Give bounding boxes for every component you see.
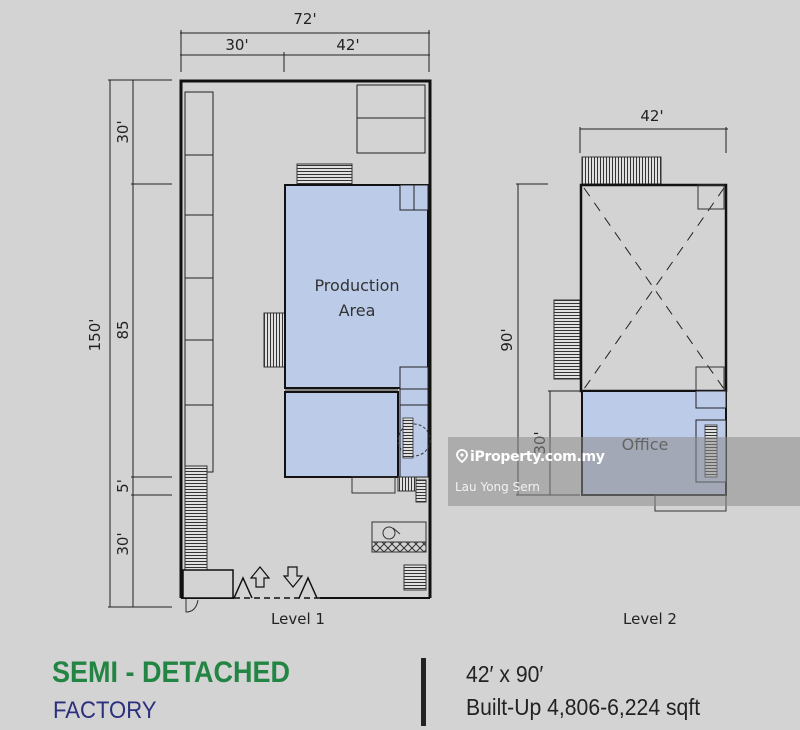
location-pin-icon [456, 449, 468, 464]
level2-stair-top [581, 156, 662, 185]
property-type-title: SEMI - DETACHED [52, 656, 291, 689]
level2-depth-total: 90' [498, 328, 516, 351]
level1-depth-seg-1: 30' [114, 120, 132, 143]
lot-dimensions: 42′ x 90′ [466, 661, 544, 687]
production-area-label-2: Area [339, 301, 376, 320]
production-area-label-1: Production [314, 276, 399, 295]
level2-plan: 42' 90' 30' Office Level 2 [498, 107, 728, 628]
level2-label: Level 2 [623, 610, 677, 628]
entry-arrow-up-icon [249, 566, 271, 588]
level1-plan: 72' 30' 42' 30' 150' 85 5' 30' [86, 10, 432, 628]
property-type-subtitle: FACTORY [53, 697, 157, 724]
level1-width-total: 72' [293, 10, 316, 28]
level1-stair-left [263, 312, 286, 368]
level1-depth-seg-2: 85 [114, 320, 132, 339]
level2-stair-left [553, 299, 581, 380]
watermark-agent: Lau Yong Sern [455, 480, 540, 494]
level1-width-dimensions [180, 30, 430, 72]
level1-depth-seg-4: 30' [114, 532, 132, 555]
built-up-area: Built-Up 4,806-6,224 sqft [466, 694, 701, 720]
level2-void [579, 183, 728, 393]
watermark-brand-text: iProperty.com.my [470, 449, 605, 465]
level1-depth-seg-3: 5' [114, 479, 132, 493]
watermark-brand: iProperty.com.my [456, 449, 605, 465]
floor-plan-drawing: 72' 30' 42' 30' 150' 85 5' 30' [86, 10, 728, 628]
level1-stair-top [296, 163, 353, 185]
level1-depth-dimensions [108, 79, 172, 608]
production-area-room [284, 184, 429, 389]
watermark-overlay: iProperty.com.my Lau Yong Sern [448, 437, 800, 506]
loading-bay-hatch [371, 541, 427, 553]
level1-label: Level 1 [271, 610, 325, 628]
level1-ramp-left [184, 465, 208, 573]
level1-depth-total: 150' [86, 319, 104, 352]
wheelchair-icon [382, 526, 401, 540]
level1-width-right: 42' [336, 36, 359, 54]
exit-arrow-down-icon [282, 566, 304, 588]
level1-width-left: 30' [225, 36, 248, 54]
level2-width: 42' [640, 107, 663, 125]
footer-divider [421, 658, 426, 726]
